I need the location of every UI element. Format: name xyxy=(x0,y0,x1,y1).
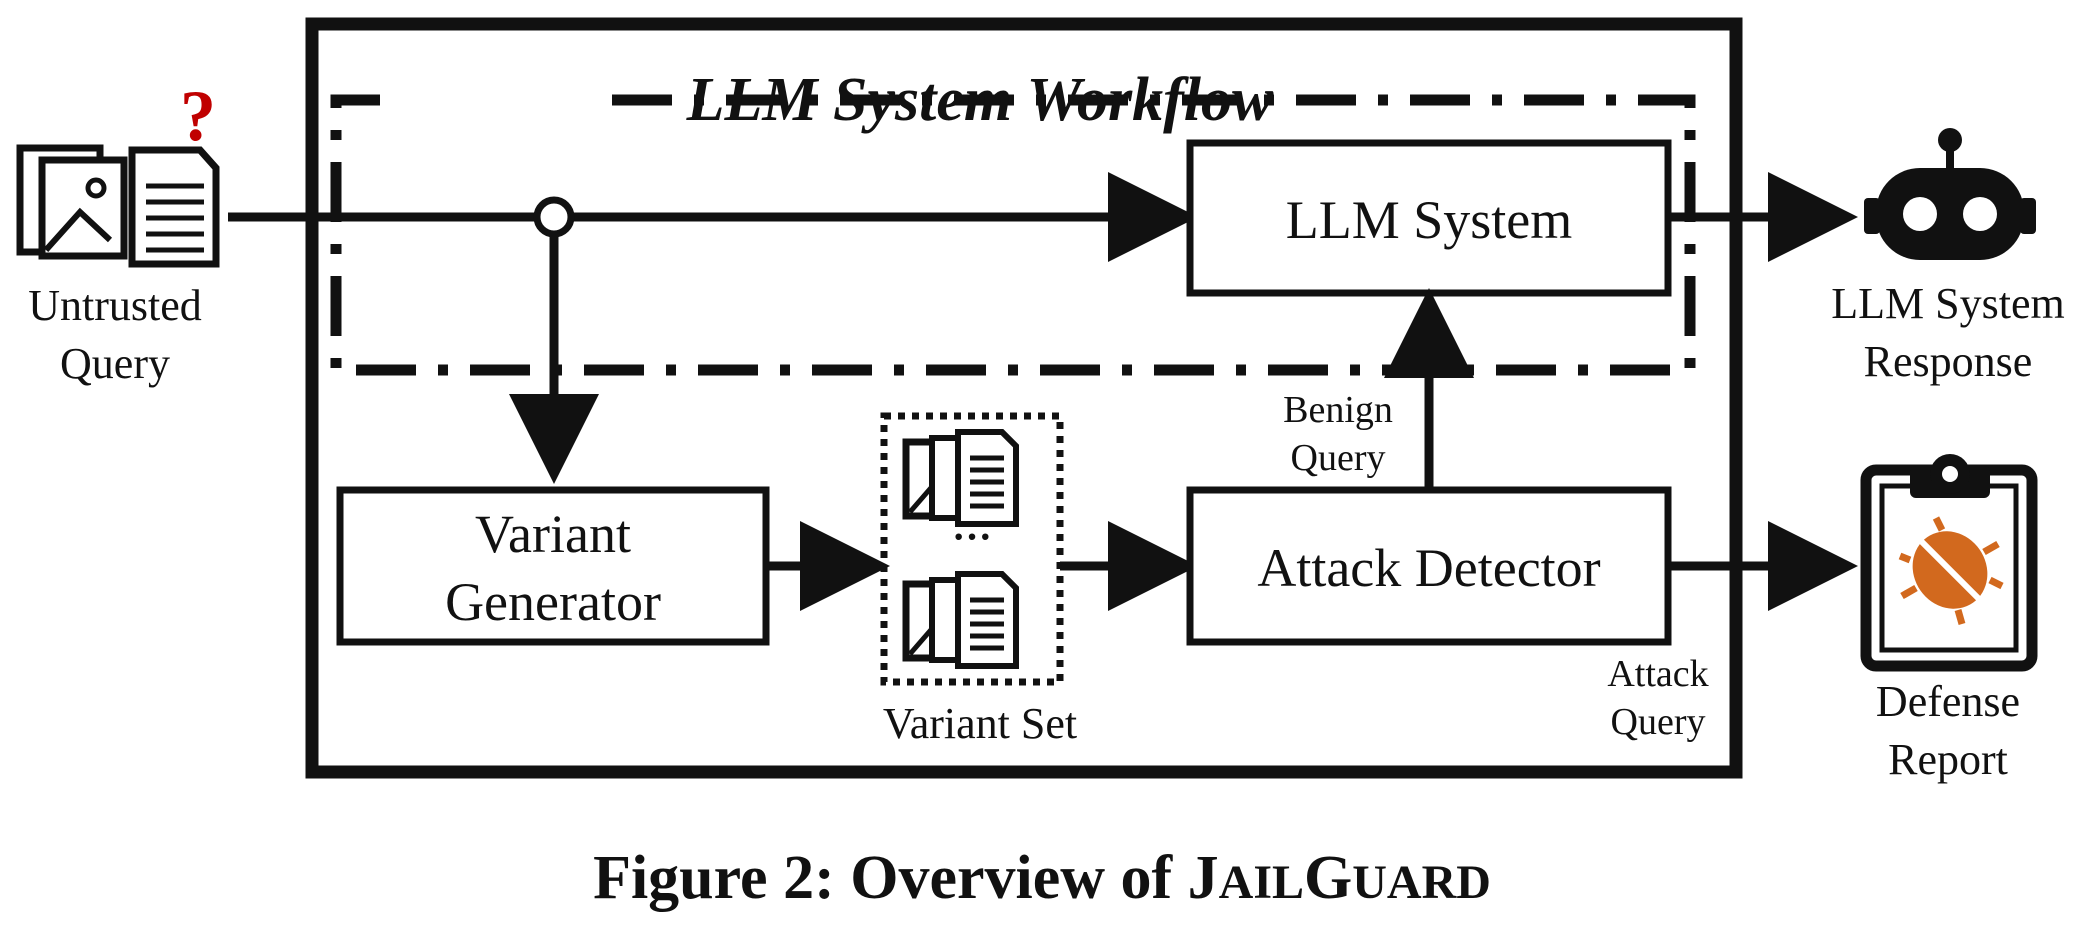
caption-uard: UARD xyxy=(1352,856,1491,909)
robot-icon xyxy=(1864,128,2036,260)
outer-frame xyxy=(305,17,1743,779)
response-label-2: Response xyxy=(1864,337,2033,386)
attack-label-1: Attack xyxy=(1607,653,1708,695)
workflow-title: LLM System Workflow xyxy=(686,66,1274,134)
attack-detector-label: Attack Detector xyxy=(1257,538,1600,598)
attack-label-2: Query xyxy=(1611,701,1706,743)
workflow-dashdot-frame xyxy=(330,94,1696,376)
variant-set-box xyxy=(880,412,1064,686)
untrusted-label-1: Untrusted xyxy=(28,281,202,330)
variant-doc-icon-1 xyxy=(906,432,1016,524)
report-label-1: Defense xyxy=(1876,677,2020,726)
report-label-2: Report xyxy=(1888,735,2008,784)
variant-ellipsis: ··· xyxy=(952,514,992,559)
caption-g: G xyxy=(1304,844,1352,912)
benign-label-1: Benign xyxy=(1283,389,1393,431)
caption-ail: AIL xyxy=(1219,856,1304,909)
question-mark: ? xyxy=(180,76,216,156)
caption-prefix: Figure 2: Overview of xyxy=(593,844,1188,912)
clipboard-bug-icon xyxy=(1860,454,2038,672)
benign-label-2: Query xyxy=(1291,437,1386,479)
variant-generator-label-2: Generator xyxy=(445,572,661,632)
variant-generator-label-1: Variant xyxy=(475,504,631,564)
variant-generator-box xyxy=(336,486,770,646)
figure-caption: Figure 2: Overview of JAILGUARD xyxy=(593,844,1491,912)
llm-system-label: LLM System xyxy=(1286,190,1573,250)
junction-node xyxy=(533,196,575,238)
variant-doc-icon-2 xyxy=(906,574,1016,666)
response-label-1: LLM System xyxy=(1831,279,2064,328)
document-image-icon xyxy=(16,144,220,268)
untrusted-label-2: Query xyxy=(60,339,170,388)
caption-j: J xyxy=(1188,844,1219,912)
variant-set-label: Variant Set xyxy=(883,699,1077,748)
